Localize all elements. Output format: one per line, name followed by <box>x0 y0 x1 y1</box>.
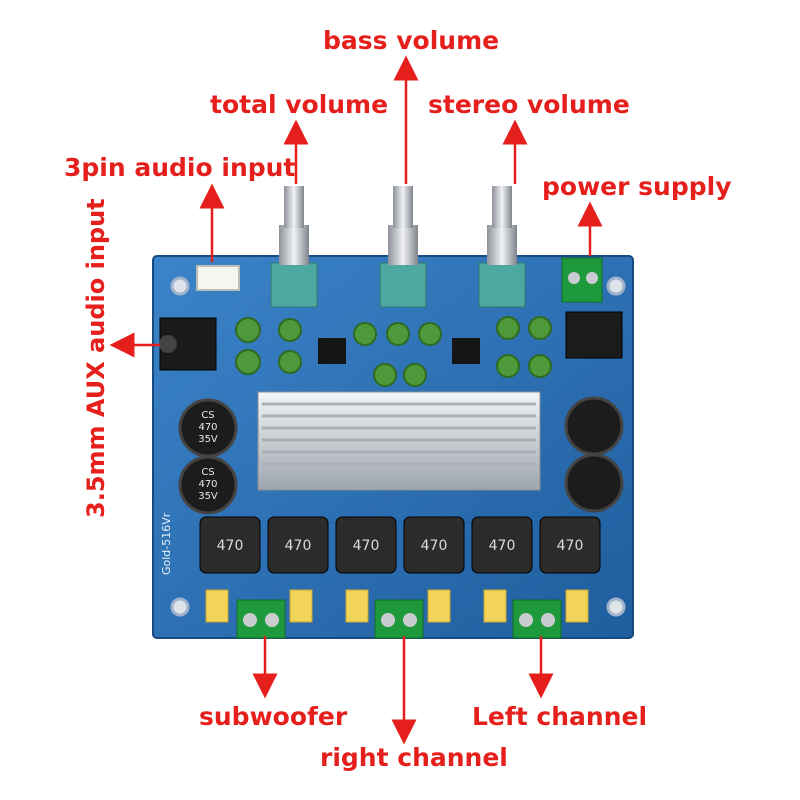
total-volume-label: total volume <box>210 90 389 119</box>
svg-text:470: 470 <box>217 538 244 554</box>
heatsink-fins <box>262 402 536 478</box>
svg-text:470: 470 <box>489 538 516 554</box>
film-capacitors <box>205 589 589 623</box>
svg-text:35V: 35V <box>198 491 218 502</box>
potentiometer-stereo <box>478 186 526 308</box>
svg-text:CS: CS <box>201 467 214 478</box>
callout-arrows <box>109 55 603 745</box>
svg-text:35V: 35V <box>198 434 218 445</box>
output-terminals <box>236 599 562 639</box>
svg-text:470: 470 <box>557 538 584 554</box>
subwoofer-label: subwoofer <box>199 702 348 731</box>
svg-text:470: 470 <box>198 479 217 490</box>
board-model-text: Gold-516Vr <box>160 512 173 575</box>
potentiometer-total <box>270 186 318 308</box>
inductors <box>199 516 601 574</box>
op-amp-chips <box>318 338 480 364</box>
potentiometer-bass <box>379 186 427 308</box>
inductor-labels: 470 470 470 470 470 470 <box>217 538 584 554</box>
svg-text:CS: CS <box>201 410 214 421</box>
audio-input-connector <box>196 265 240 291</box>
small-capacitors <box>235 316 552 387</box>
svg-text:470: 470 <box>198 422 217 433</box>
stereo-volume-label: stereo volume <box>428 90 630 119</box>
power-supply-label: power supply <box>542 172 732 201</box>
dc-jack <box>565 311 623 359</box>
large-capacitors <box>178 396 624 515</box>
mounting-holes <box>170 276 626 617</box>
right-channel-label: right channel <box>320 743 508 772</box>
audio-input-label: 3pin audio input <box>64 153 296 182</box>
svg-text:470: 470 <box>353 538 380 554</box>
aux-input-label: 3.5mm AUX audio input <box>82 198 110 518</box>
svg-text:470: 470 <box>421 538 448 554</box>
left-channel-label: Left channel <box>472 702 648 731</box>
bass-volume-label: bass volume <box>323 26 500 55</box>
svg-text:470: 470 <box>285 538 312 554</box>
